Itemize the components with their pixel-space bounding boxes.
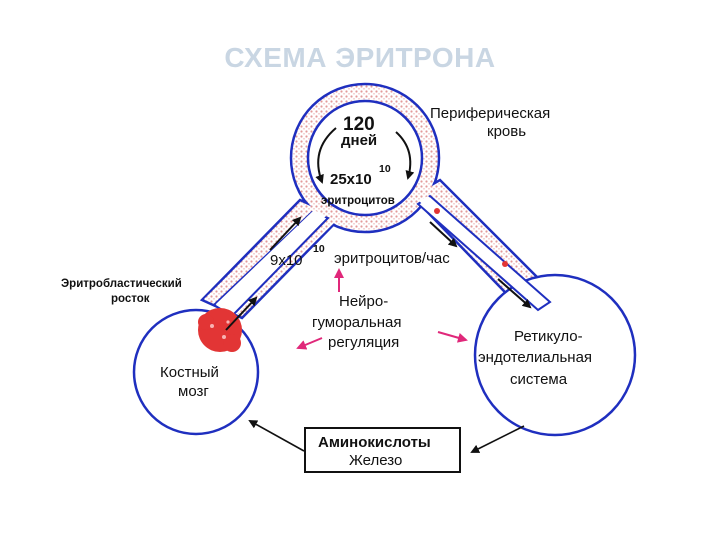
bone-marrow-line1: Костный [160,364,219,381]
rbc-count-exponent: 10 [379,163,391,175]
rbc-count-unit: эритроцитов [321,195,395,207]
arrow-nutrients-to-marrow [248,420,305,452]
arrow-res-to-nutrients [470,425,525,453]
erythroblastic-line2: росток [111,293,150,305]
flow-rate-unit: эритроцитов/час [334,250,450,267]
vessel-lumen [212,99,552,318]
arrow-marrow-to-vessel [225,296,258,331]
res-line1: Ретикуло- [514,328,583,345]
days-unit: дней [341,132,377,149]
regulation-line2: гуморальная [312,314,401,331]
days-value: 120 [343,114,375,135]
arrow-circulation-right [395,131,415,180]
flow-rate: 9х10 [270,252,303,269]
nutrients-line1: Аминокислоты [318,434,431,451]
slide-title: СХЕМА ЭРИТРОНА [224,42,496,73]
arrow-circulation-left [315,127,337,184]
res-line3: система [510,371,568,388]
arrow-to-res [497,278,532,309]
res-line2: эндотелиальная [478,349,592,366]
flow-rate-exponent: 10 [313,243,325,255]
regulation-line3: регуляция [328,334,399,351]
regulation-line1: Нейро- [339,293,388,310]
regulation-arrow-left [296,337,323,350]
regulation-arrow-right [437,331,468,343]
peripheral-blood-line2: кровь [487,123,526,140]
red-dot [502,261,508,267]
red-dot [434,208,440,214]
arrow-blood-out [429,221,458,248]
nutrients-line2: Железо [349,452,402,469]
res-circle [473,273,637,437]
arrow-into-blood [269,216,302,251]
rbc-count: 25х10 [330,171,372,188]
erythroblastic-line1: Эритробластический [61,278,182,290]
bone-marrow-line2: мозг [178,383,209,400]
peripheral-blood-line1: Периферическая [430,105,550,122]
nutrients-box [304,427,461,473]
erythroblast-blob [198,308,242,352]
